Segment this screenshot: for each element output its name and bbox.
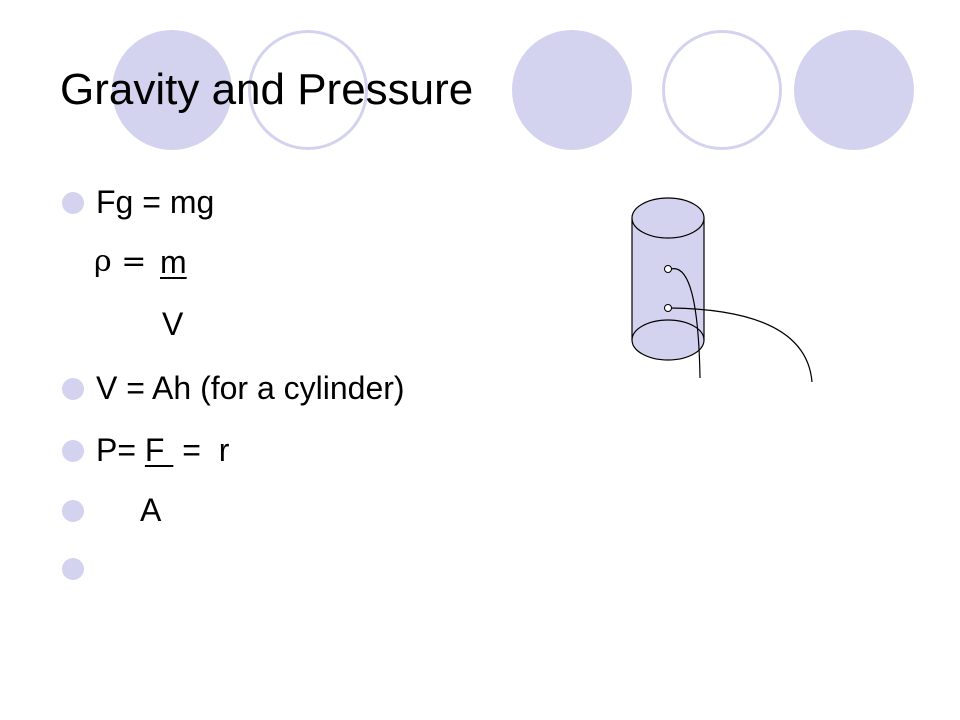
bullet-dot: [62, 378, 84, 400]
pressure-suffix: = r: [173, 432, 230, 468]
bullet-dot: [62, 192, 84, 214]
bullet-fg: Fg = mg: [0, 182, 620, 226]
equals-sign: =: [121, 244, 147, 279]
decor-circle-4: [662, 30, 782, 150]
cylinder-body: [631, 218, 705, 361]
density-numerator: m: [160, 244, 187, 280]
bullet-text: Fg = mg: [96, 184, 215, 220]
lower-lead-line: [670, 307, 813, 383]
decor-circle-3: [512, 30, 632, 150]
bullet-dot: [62, 500, 84, 522]
cylinder-bottom-arc: [631, 319, 705, 341]
decor-circle-2: [248, 30, 368, 150]
decor-circle-1: [112, 30, 232, 150]
bullet-dot: [62, 440, 84, 462]
bullet-area: A: [0, 490, 620, 534]
decor-circle-5: [794, 30, 914, 150]
bullet-text: V = Ah (for a cylinder): [96, 370, 405, 406]
rho-symbol: ρ: [94, 244, 112, 279]
bullet-empty: [0, 548, 620, 592]
pressure-force: F: [144, 432, 174, 468]
bullet-text: P= F = r: [96, 430, 229, 470]
bullet-text: A: [124, 492, 162, 528]
density-formula: ρ =: [94, 242, 146, 282]
cylinder-top: [631, 197, 705, 239]
upper-lead-line: [670, 268, 701, 379]
bullet-dot: [62, 558, 84, 580]
cylinder-diagram: [631, 197, 813, 383]
density-denominator: V: [162, 306, 184, 342]
slide-title: Gravity and Pressure: [60, 65, 474, 114]
upper-point: [664, 265, 672, 273]
bullet-volume: V = Ah (for a cylinder): [0, 368, 620, 412]
bullet-pressure: P= F = r: [0, 430, 620, 474]
lower-point: [664, 304, 672, 312]
pressure-prefix: P=: [96, 432, 145, 468]
